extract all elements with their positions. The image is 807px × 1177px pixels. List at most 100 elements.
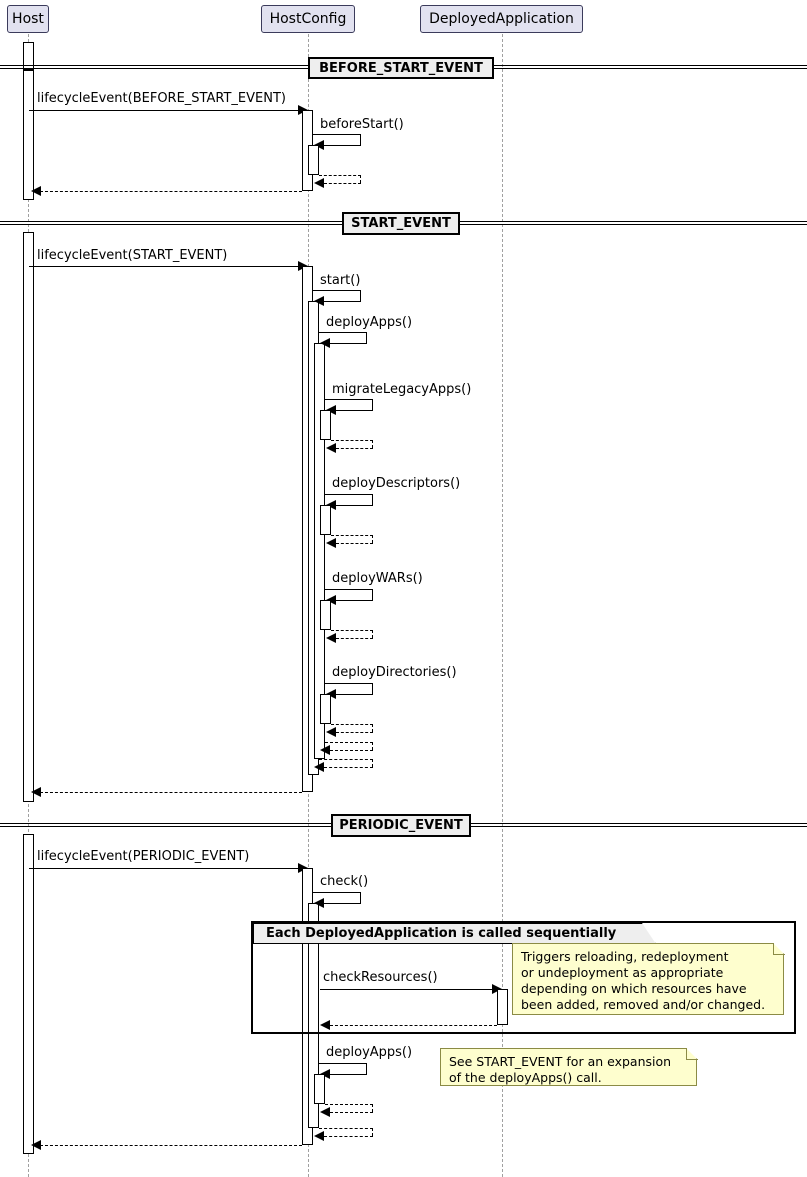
activation-hostconfig-descriptors-inner: [320, 505, 331, 535]
activation-host-before-start: [23, 70, 34, 200]
message-self-bottom-start: [324, 301, 361, 302]
arrowhead-self-return-directories: [326, 727, 336, 737]
divider-periodic-event: PERIODIC_EVENT: [331, 814, 471, 837]
message-self-return-right-deploy-apps-periodic: [372, 1104, 373, 1112]
message-label-before-start: beforeStart(): [320, 117, 404, 132]
message-self-right-before-start: [360, 134, 361, 145]
message-self-right-directories: [372, 683, 373, 694]
arrowhead-wars: [326, 595, 336, 605]
arrowhead-directories: [326, 689, 336, 699]
message-self-return-right-unwind-start: [372, 759, 373, 767]
activation-hostconfig-periodic-l2: [308, 903, 319, 1128]
message-label-deploy-directories: deployDirectories(): [332, 665, 457, 680]
activation-hostconfig-directories-inner: [320, 694, 331, 724]
participant-deployedapplication[interactable]: DeployedApplication: [420, 5, 583, 33]
participant-hostconfig[interactable]: HostConfig: [261, 5, 355, 33]
message-self-return-top-deploy-apps-periodic: [325, 1104, 373, 1105]
message-self-top-deploy-apps-periodic: [319, 1063, 367, 1064]
arrowhead-self-return-deploy-apps-periodic: [320, 1107, 330, 1117]
message-self-return-top-unwind-deployapps: [325, 742, 373, 743]
arrowhead-deploy-apps-start: [320, 338, 330, 348]
message-self-return-top-unwind-start: [319, 759, 373, 760]
message-self-bottom-deploy-apps-periodic: [330, 1074, 367, 1075]
arrowhead-self-return-migrate: [326, 443, 336, 453]
message-self-return-right-migrate: [372, 440, 373, 448]
arrowhead-self-return-descriptors: [326, 538, 336, 548]
arrowhead-descriptors: [326, 500, 336, 510]
message-self-top-migrate: [325, 399, 373, 400]
arrowhead-self-return-check-unwind: [314, 1131, 324, 1141]
message-arrow-lifecycle-before-start: [29, 110, 300, 111]
lifeline-deployedapplication: [502, 34, 503, 1177]
activation-host-periodic: [23, 834, 34, 1154]
note-check-resources-fold: [773, 943, 785, 955]
message-self-top-check: [313, 892, 361, 893]
participant-host[interactable]: Host: [7, 5, 49, 33]
arrowhead-self-return-before-start: [314, 178, 324, 188]
message-self-top-descriptors: [325, 494, 373, 495]
message-return-start: [40, 792, 302, 793]
message-self-top-before-start: [313, 134, 361, 135]
message-self-bottom-wars: [336, 600, 373, 601]
message-self-return-right-before-start: [360, 175, 361, 183]
message-label-lifecycle-periodic: lifecycleEvent(PERIODIC_EVENT): [37, 849, 250, 864]
message-self-return-right-check-unwind: [372, 1128, 373, 1136]
message-label-start: start(): [320, 273, 361, 288]
activation-hostconfig-start-l3: [314, 343, 325, 759]
arrowhead-start: [314, 296, 324, 306]
message-self-bottom-before-start: [324, 145, 361, 146]
activation-host-prelude: [23, 42, 34, 70]
activation-hostconfig-before-start-inner: [308, 145, 319, 175]
activation-host-start: [23, 232, 34, 802]
message-self-return-right-unwind-deployapps: [372, 742, 373, 750]
message-arrow-check-resources: [320, 989, 495, 990]
divider-before-start-event: BEFORE_START_EVENT: [308, 57, 494, 79]
message-label-check: check(): [320, 874, 369, 889]
message-self-return-bottom-check-unwind: [324, 1136, 373, 1137]
message-self-return-bottom-directories: [336, 732, 373, 733]
message-self-return-bottom-migrate: [336, 448, 373, 449]
arrowhead-return-before-start: [31, 186, 41, 196]
arrowhead-return-periodic: [31, 1140, 41, 1150]
message-return-check-resources: [330, 1025, 497, 1026]
message-self-return-bottom-deploy-apps-periodic: [330, 1112, 373, 1113]
message-arrow-lifecycle-periodic: [29, 868, 300, 869]
arrowhead-return-check-resources: [320, 1020, 330, 1030]
message-self-top-wars: [325, 589, 373, 590]
message-self-return-bottom-unwind-start: [324, 767, 373, 768]
message-self-right-start: [360, 290, 361, 301]
message-self-right-migrate: [372, 399, 373, 410]
message-self-bottom-directories: [336, 694, 373, 695]
arrowhead-self-return-wars: [326, 633, 336, 643]
note-deploy-apps-fold: [686, 1048, 698, 1060]
message-label-migrate-legacy-apps: migrateLegacyApps(): [332, 382, 472, 397]
message-self-return-bottom-unwind-deployapps: [330, 750, 373, 751]
activation-hostconfig-periodic-l3: [314, 1074, 325, 1104]
arrowhead-return-start: [31, 787, 41, 797]
activation-hostconfig-migrate-inner: [320, 410, 331, 440]
message-self-right-wars: [372, 589, 373, 600]
message-return-before-start: [40, 191, 302, 192]
message-label-deploy-descriptors: deployDescriptors(): [332, 476, 461, 491]
message-self-bottom-migrate: [336, 410, 373, 411]
message-label-deploy-apps-periodic: deployApps(): [326, 1045, 413, 1060]
message-self-return-bottom-before-start: [324, 183, 361, 184]
message-self-right-deploy-apps-start: [366, 332, 367, 343]
message-self-return-top-before-start: [319, 175, 361, 176]
message-return-periodic: [40, 1145, 302, 1146]
group-frame-sequential: [251, 921, 796, 1034]
message-self-bottom-check: [324, 903, 361, 904]
arrowhead-before-start: [314, 140, 324, 150]
message-self-return-top-check-unwind: [319, 1128, 373, 1129]
message-self-top-deploy-apps-start: [319, 332, 367, 333]
message-self-right-descriptors: [372, 494, 373, 505]
message-self-return-right-directories: [372, 724, 373, 732]
note-deploy-apps: See START_EVENT for an expansion of the …: [440, 1048, 697, 1086]
divider-start-event: START_EVENT: [342, 212, 460, 235]
note-check-resources: Triggers reloading, redeployment or unde…: [512, 943, 784, 1015]
message-self-return-right-wars: [372, 630, 373, 638]
group-header-sequential: Each DeployedApplication is called seque…: [253, 923, 656, 944]
message-self-return-bottom-wars: [336, 638, 373, 639]
message-arrow-lifecycle-start: [29, 266, 300, 267]
